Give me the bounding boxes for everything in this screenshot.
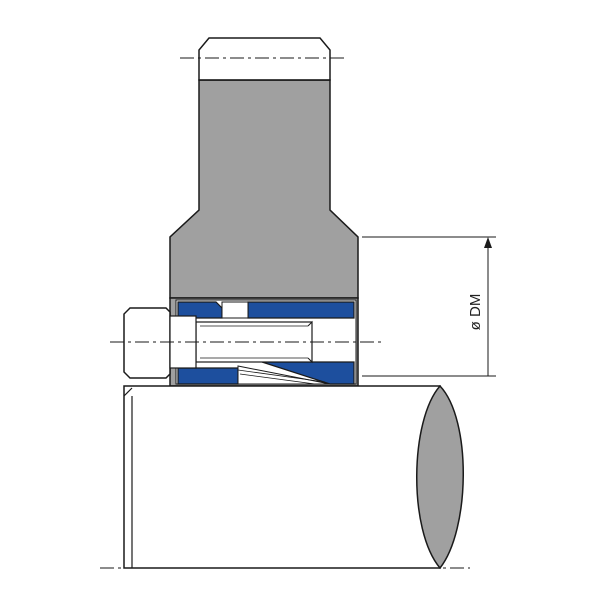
inner-ring-bottom-right	[261, 361, 355, 385]
shaft-break-section	[416, 384, 464, 570]
hub-top-cap	[198, 37, 331, 81]
ring-gap-top	[221, 301, 249, 319]
taper-line-2	[239, 373, 316, 385]
shaft-left-chamfer	[123, 387, 133, 397]
taper-line-1	[237, 369, 326, 383]
screw-head	[123, 307, 171, 379]
inner-ring-bottom-left	[177, 367, 239, 385]
hub-body	[169, 79, 359, 299]
shaft-body	[123, 385, 441, 569]
diameter-dimension-label: ø DM	[467, 294, 484, 331]
outer-ring-top-right	[247, 301, 355, 319]
dim-arrow-head	[484, 237, 492, 248]
